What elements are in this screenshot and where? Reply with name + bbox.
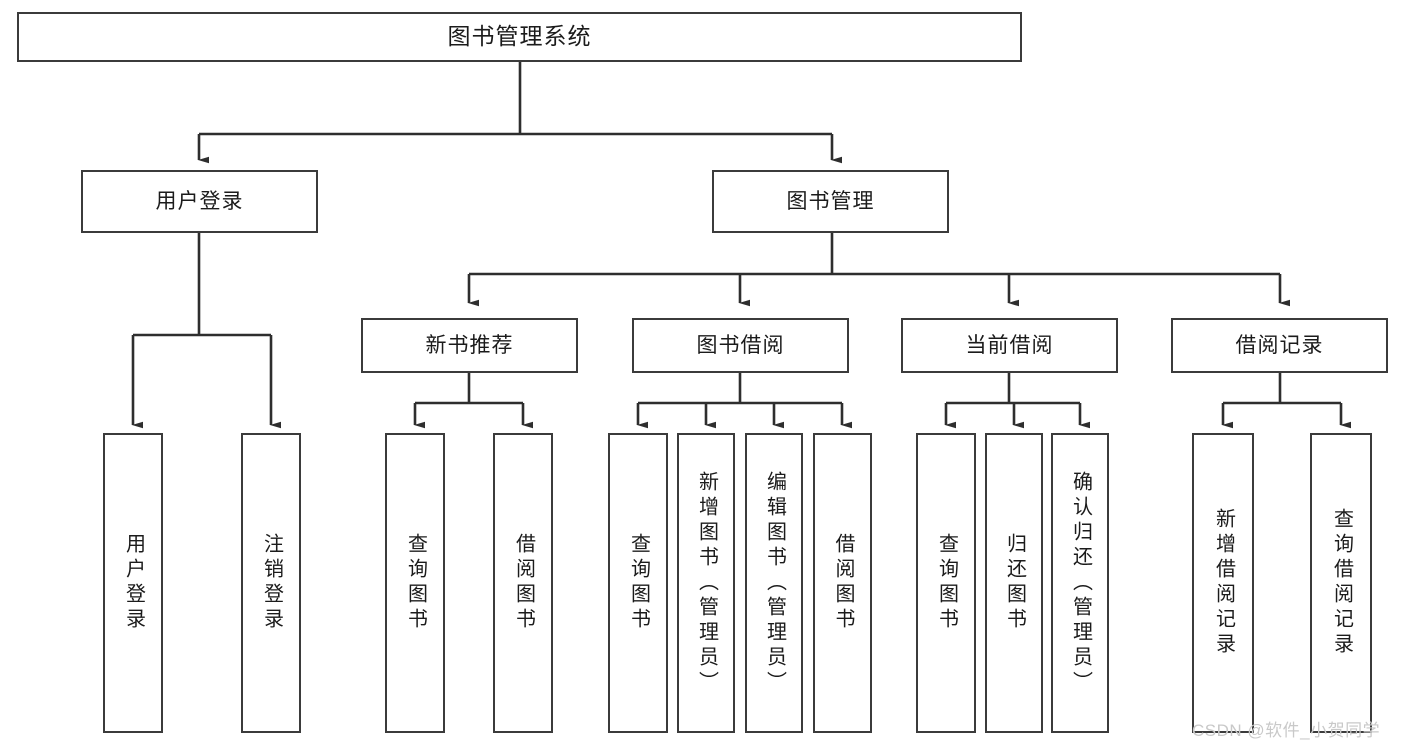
- leaf-borrow-book[interactable]: 借阅图书: [813, 433, 872, 733]
- node-book-borrow[interactable]: 图书借阅: [632, 318, 849, 373]
- leaf-add-borrow-record[interactable]: 新增借阅记录: [1192, 433, 1254, 733]
- csdn-watermark: CSDN @软件_小贺同学: [1192, 721, 1381, 740]
- leaf-return-book[interactable]: 归还图书: [985, 433, 1043, 733]
- leaf-logout[interactable]: 注销登录: [241, 433, 301, 733]
- leaf-edit-book-admin[interactable]: 编辑图书（管理员）: [745, 433, 803, 733]
- node-current-borrow[interactable]: 当前借阅: [901, 318, 1118, 373]
- leaf-query-borrow-record[interactable]: 查询借阅记录: [1310, 433, 1372, 733]
- leaf-add-book-admin[interactable]: 新增图书（管理员）: [677, 433, 735, 733]
- leaf-query-book-recommend[interactable]: 查询图书: [385, 433, 445, 733]
- node-new-book-recommend[interactable]: 新书推荐: [361, 318, 578, 373]
- leaf-confirm-return-admin[interactable]: 确认归还（管理员）: [1051, 433, 1109, 733]
- leaf-query-book-borrow[interactable]: 查询图书: [608, 433, 668, 733]
- node-borrow-records[interactable]: 借阅记录: [1171, 318, 1388, 373]
- leaf-query-book-current[interactable]: 查询图书: [916, 433, 976, 733]
- node-root-system[interactable]: 图书管理系统: [17, 12, 1022, 62]
- node-user-login[interactable]: 用户登录: [81, 170, 318, 233]
- leaf-borrow-book-recommend[interactable]: 借阅图书: [493, 433, 553, 733]
- leaf-user-login[interactable]: 用户登录: [103, 433, 163, 733]
- node-book-management[interactable]: 图书管理: [712, 170, 949, 233]
